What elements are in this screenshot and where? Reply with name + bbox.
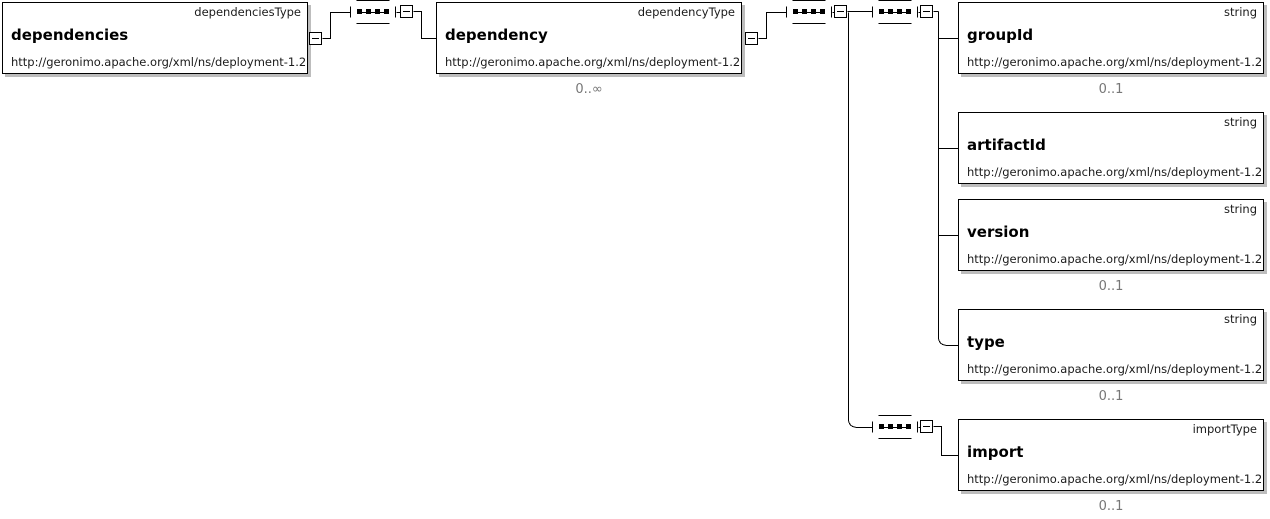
- cardinality-groupid: 0..1: [1098, 82, 1124, 97]
- node-name-label: artifactId: [967, 136, 1046, 154]
- collapse-minus-icon[interactable]: [400, 5, 413, 18]
- node-dependency[interactable]: dependencyType dependency http://geronim…: [436, 2, 742, 74]
- node-version[interactable]: string version http://geronimo.apache.or…: [958, 199, 1264, 271]
- node-namespace-label: http://geronimo.apache.org/xml/ns/deploy…: [967, 55, 1263, 69]
- node-type-label: string: [1223, 5, 1257, 19]
- node-name-label: groupId: [967, 26, 1034, 44]
- node-type-label: string: [1223, 202, 1257, 216]
- cardinality-type: 0..1: [1098, 389, 1124, 404]
- node-name-label: import: [967, 443, 1024, 461]
- collapse-minus-icon[interactable]: [920, 5, 933, 18]
- node-type-label: string: [1223, 115, 1257, 129]
- node-namespace-label: http://geronimo.apache.org/xml/ns/deploy…: [445, 55, 741, 69]
- collapse-minus-icon[interactable]: [745, 32, 758, 45]
- node-namespace-label: http://geronimo.apache.org/xml/ns/deploy…: [967, 252, 1263, 266]
- sequence-dots: [879, 424, 911, 430]
- node-import[interactable]: importType import http://geronimo.apache…: [958, 419, 1264, 491]
- node-name-label: dependencies: [11, 26, 129, 44]
- node-artifactid[interactable]: string artifactId http://geronimo.apache…: [958, 112, 1264, 184]
- sequence-compositor-icon[interactable]: [872, 0, 921, 27]
- cardinality-dependency: 0..∞: [575, 82, 603, 97]
- node-namespace-label: http://geronimo.apache.org/xml/ns/deploy…: [967, 362, 1263, 376]
- collapse-minus-icon[interactable]: [834, 5, 847, 18]
- node-dependencies[interactable]: dependenciesType dependencies http://ger…: [2, 2, 308, 74]
- sequence-dots: [793, 9, 825, 15]
- collapse-minus-icon[interactable]: [920, 420, 933, 433]
- node-type-label: string: [1223, 312, 1257, 326]
- node-type-label: dependenciesType: [194, 5, 301, 19]
- sequence-compositor-icon[interactable]: [786, 0, 835, 27]
- sequence-dots: [879, 9, 911, 15]
- sequence-compositor-icon[interactable]: [350, 0, 399, 27]
- sequence-dots: [357, 9, 389, 15]
- cardinality-import: 0..1: [1098, 499, 1124, 514]
- node-name-label: type: [967, 333, 1005, 351]
- node-namespace-label: http://geronimo.apache.org/xml/ns/deploy…: [11, 55, 307, 69]
- node-groupid[interactable]: string groupId http://geronimo.apache.or…: [958, 2, 1264, 74]
- sequence-compositor-icon[interactable]: [872, 415, 921, 442]
- cardinality-version: 0..1: [1098, 279, 1124, 294]
- node-type-label: dependencyType: [637, 5, 735, 19]
- node-namespace-label: http://geronimo.apache.org/xml/ns/deploy…: [967, 472, 1263, 486]
- node-type-label: importType: [1192, 422, 1257, 436]
- node-type[interactable]: string type http://geronimo.apache.org/x…: [958, 309, 1264, 381]
- node-name-label: dependency: [445, 26, 548, 44]
- node-name-label: version: [967, 223, 1030, 241]
- node-namespace-label: http://geronimo.apache.org/xml/ns/deploy…: [967, 165, 1263, 179]
- collapse-minus-icon[interactable]: [309, 32, 322, 45]
